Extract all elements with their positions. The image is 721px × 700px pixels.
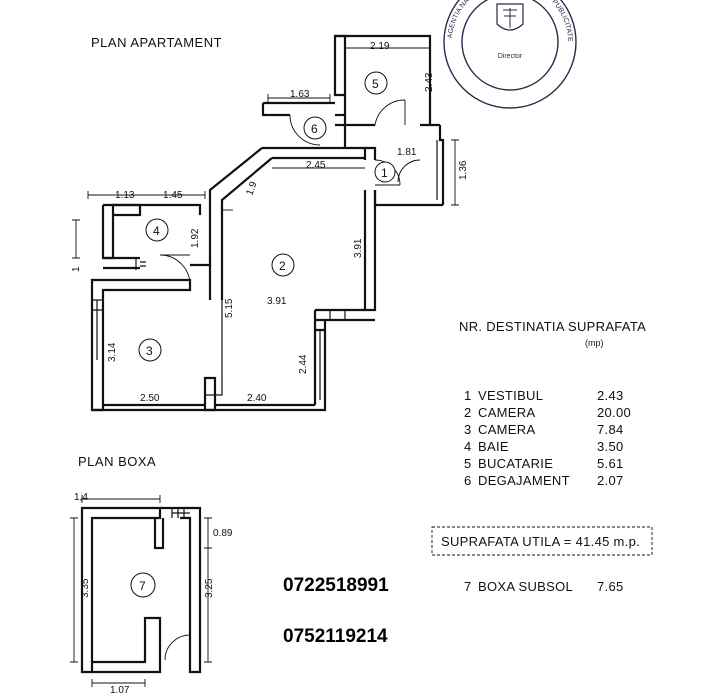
dim-2-45: 2.45 (306, 160, 326, 171)
dim-3-25: 3.25 (204, 578, 215, 598)
phone-number-2: 0752119214 (283, 626, 388, 647)
table-row-2-nr: 2 (464, 405, 472, 420)
table-row-3-area: 7.84 (597, 422, 624, 437)
table-row-4-name: BAIE (478, 439, 509, 454)
dim-3-91-horizontal: 3.91 (267, 296, 287, 307)
dim-2-40: 2.40 (247, 393, 267, 404)
table-unit: (mp) (585, 338, 604, 348)
room-3-marker: 3 (138, 338, 162, 362)
area-table: NR. DESTINATIA SUPRAFATA (mp) 1 VESTIBUL… (431, 319, 653, 594)
dim-1-92: 1.92 (190, 228, 201, 248)
room-2-number: 2 (279, 259, 286, 273)
room-4-marker: 4 (145, 218, 169, 242)
dim-2-43-kitchen: 2.43 (424, 72, 435, 92)
dim-1-45: 1.45 (163, 190, 183, 201)
table-row-4-area: 3.50 (597, 439, 624, 454)
table-box-row-name: BOXA SUBSOL (478, 579, 573, 594)
room-3-number: 3 (146, 344, 153, 358)
apartment-plan-title: PLAN APARTAMENT (91, 35, 222, 50)
dim-1-4: 1,4 (74, 492, 88, 503)
room-1-number: 1 (381, 166, 388, 180)
box-dimension-lines (70, 495, 212, 687)
usable-area-summary: SUPRAFATA UTILA = 41.45 m.p. (441, 534, 640, 549)
dim-2-44: 2.44 (298, 354, 309, 374)
room-7-marker: 7 (130, 572, 156, 598)
dim-1-63: 1.63 (290, 89, 310, 100)
table-box-row-area: 7.65 (597, 579, 624, 594)
room-6-number: 6 (311, 122, 318, 136)
table-row-3-name: CAMERA (478, 422, 535, 437)
box-walls (80, 506, 202, 674)
table-row-5-area: 5.61 (597, 456, 624, 471)
table-row-6-name: DEGAJAMENT (478, 473, 570, 488)
box-plan-title: PLAN BOXA (78, 454, 156, 469)
table-header: NR. DESTINATIA SUPRAFATA (459, 319, 646, 334)
room-1-marker: 1 (374, 161, 396, 183)
room-6-marker: 6 (303, 116, 327, 140)
stamp-center-text: Director (498, 53, 523, 60)
dim-3-91-vertical: 3.91 (353, 238, 364, 258)
dim-1-9: 1.9 (244, 180, 259, 197)
room-5-number: 5 (372, 77, 379, 91)
room-2-marker: 2 (271, 253, 295, 277)
table-box-row-nr: 7 (464, 579, 472, 594)
table-row-1-name: VESTIBUL (478, 388, 543, 403)
dim-1: 1 (71, 266, 82, 272)
table-row-1-area: 2.43 (597, 388, 624, 403)
table-row-1-nr: 1 (464, 388, 472, 403)
dimension-lines (72, 36, 459, 259)
phone-number-1: 0722518991 (283, 575, 389, 596)
table-row-6-area: 2.07 (597, 473, 624, 488)
table-row-6-nr: 6 (464, 473, 472, 488)
dim-1-07: 1.07 (110, 685, 130, 696)
room-5-marker: 5 (364, 71, 388, 95)
table-row-2-name: CAMERA (478, 405, 535, 420)
official-stamp: AGENTIA NATIONALA DE CADASTRU SI PUBLICI… (0, 0, 577, 109)
table-row-5-name: BUCATARIE (478, 456, 553, 471)
dim-3-35: 3.35 (80, 578, 91, 598)
dim-1-13: 1.13 (115, 190, 135, 201)
room-7-number: 7 (139, 579, 146, 593)
room-4-number: 4 (153, 224, 160, 238)
table-row-2-area: 20.00 (597, 405, 631, 420)
table-row-4-nr: 4 (464, 439, 472, 454)
apartment-walls (90, 34, 445, 412)
dim-2-50: 2.50 (140, 393, 160, 404)
table-row-3-nr: 3 (464, 422, 472, 437)
stamp-outer-text: AGENTIA NATIONALA DE CADASTRU SI PUBLICI… (0, 0, 573, 42)
dim-3-14: 3.14 (107, 342, 118, 362)
dim-1-81: 1.81 (397, 147, 417, 158)
dim-0-89: 0.89 (213, 528, 233, 539)
dim-5-15: 5.15 (224, 298, 235, 318)
coat-of-arms-icon (496, 3, 524, 31)
dim-2-19: 2.19 (370, 41, 390, 52)
dim-1-36: 1.36 (458, 160, 469, 180)
table-row-5-nr: 5 (464, 456, 472, 471)
